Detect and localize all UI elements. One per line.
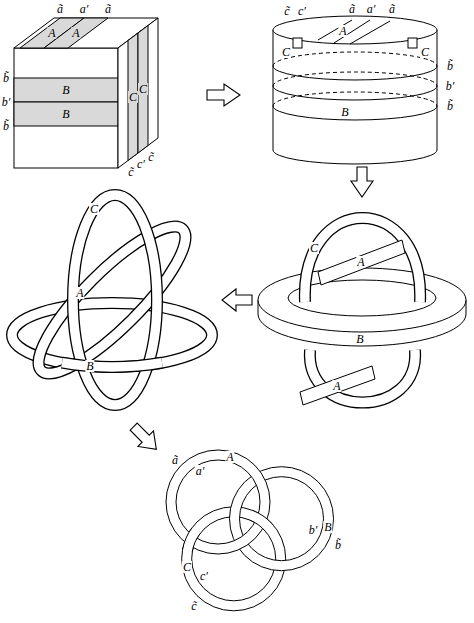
part-label: a′: [195, 465, 206, 477]
part-label: C: [138, 83, 148, 95]
ring-and-arch: [258, 218, 466, 405]
part-label: B: [340, 106, 349, 118]
a-strip: [300, 366, 375, 405]
b-tube: [62, 363, 162, 367]
part-label: ã: [56, 3, 64, 15]
part-label: B: [85, 360, 94, 372]
part-label: A: [356, 256, 365, 268]
part-label: c̃: [190, 600, 197, 612]
b-band: [14, 78, 118, 102]
part-label: c′: [199, 570, 209, 582]
part-label: B: [355, 333, 364, 345]
hollow-arrow: [222, 289, 252, 311]
a-band: [318, 20, 390, 44]
c-band: [138, 26, 148, 154]
c-band: [128, 33, 138, 161]
a-strip: [318, 240, 405, 285]
part-label: b̃: [2, 120, 10, 132]
cube: [14, 18, 158, 168]
c-ring-over: [249, 511, 273, 532]
part-label: C: [89, 203, 99, 215]
c-tube: [73, 195, 157, 405]
part-label: C: [420, 46, 430, 58]
c-ring-over: [182, 527, 200, 552]
part-label: C: [182, 561, 192, 573]
part-label: ã: [388, 3, 396, 15]
part-label: c̃: [127, 166, 134, 178]
a-tube: [21, 209, 202, 390]
b-band-front: [273, 66, 437, 120]
part-label: b̃: [2, 72, 10, 84]
hollow-arrow: [126, 419, 164, 457]
part-label: A: [338, 25, 347, 37]
c-ring-over: [249, 511, 273, 532]
part-label: b′: [1, 96, 12, 108]
part-label: A: [225, 451, 234, 463]
part-label: A: [332, 380, 341, 392]
part-label: C: [128, 91, 138, 103]
b-band-back: [273, 52, 437, 106]
part-label: c̃: [283, 5, 290, 17]
c-ring-over: [182, 527, 200, 552]
part-label: A: [47, 27, 56, 39]
cylinder: [273, 16, 437, 164]
part-label: b̃: [334, 539, 342, 551]
c-band-end: [408, 38, 417, 48]
part-label: A: [71, 27, 80, 39]
c-tube: [305, 218, 420, 302]
a-tube: [21, 209, 202, 390]
part-label: a′: [366, 3, 377, 15]
part-label: c′: [136, 158, 146, 170]
hollow-arrow: [207, 84, 240, 106]
part-label: a′: [79, 3, 90, 15]
cube-side: [118, 18, 158, 168]
part-label: B: [61, 108, 70, 120]
part-label: B: [323, 521, 332, 533]
a-ring: [166, 450, 270, 554]
part-label: b̃: [446, 100, 454, 112]
borromean-rings: [166, 450, 334, 611]
part-label: ã: [104, 3, 112, 15]
part-label: B: [61, 84, 70, 96]
part-label: C: [281, 46, 291, 58]
part-label: b̃: [446, 60, 454, 72]
part-label: b′: [308, 524, 319, 536]
part-label: c̃: [147, 151, 154, 163]
part-label: ã: [171, 454, 179, 466]
part-label: C: [309, 242, 319, 254]
part-label: c′: [297, 5, 307, 17]
part-label: A: [75, 287, 84, 299]
three-loops: [12, 195, 212, 405]
part-label: b′: [445, 80, 456, 92]
part-label: ã: [348, 3, 356, 15]
a-band: [44, 18, 108, 48]
cube-front: [14, 48, 118, 168]
b-ring-top: [258, 268, 466, 332]
c-tube: [305, 218, 420, 302]
hollow-arrow: [351, 167, 373, 197]
b-ring: [230, 467, 334, 571]
c-band-end: [293, 38, 302, 48]
c-tube: [73, 195, 157, 405]
b-band: [14, 102, 118, 126]
b-tube: [62, 363, 162, 367]
cylinder-body: [273, 30, 437, 164]
